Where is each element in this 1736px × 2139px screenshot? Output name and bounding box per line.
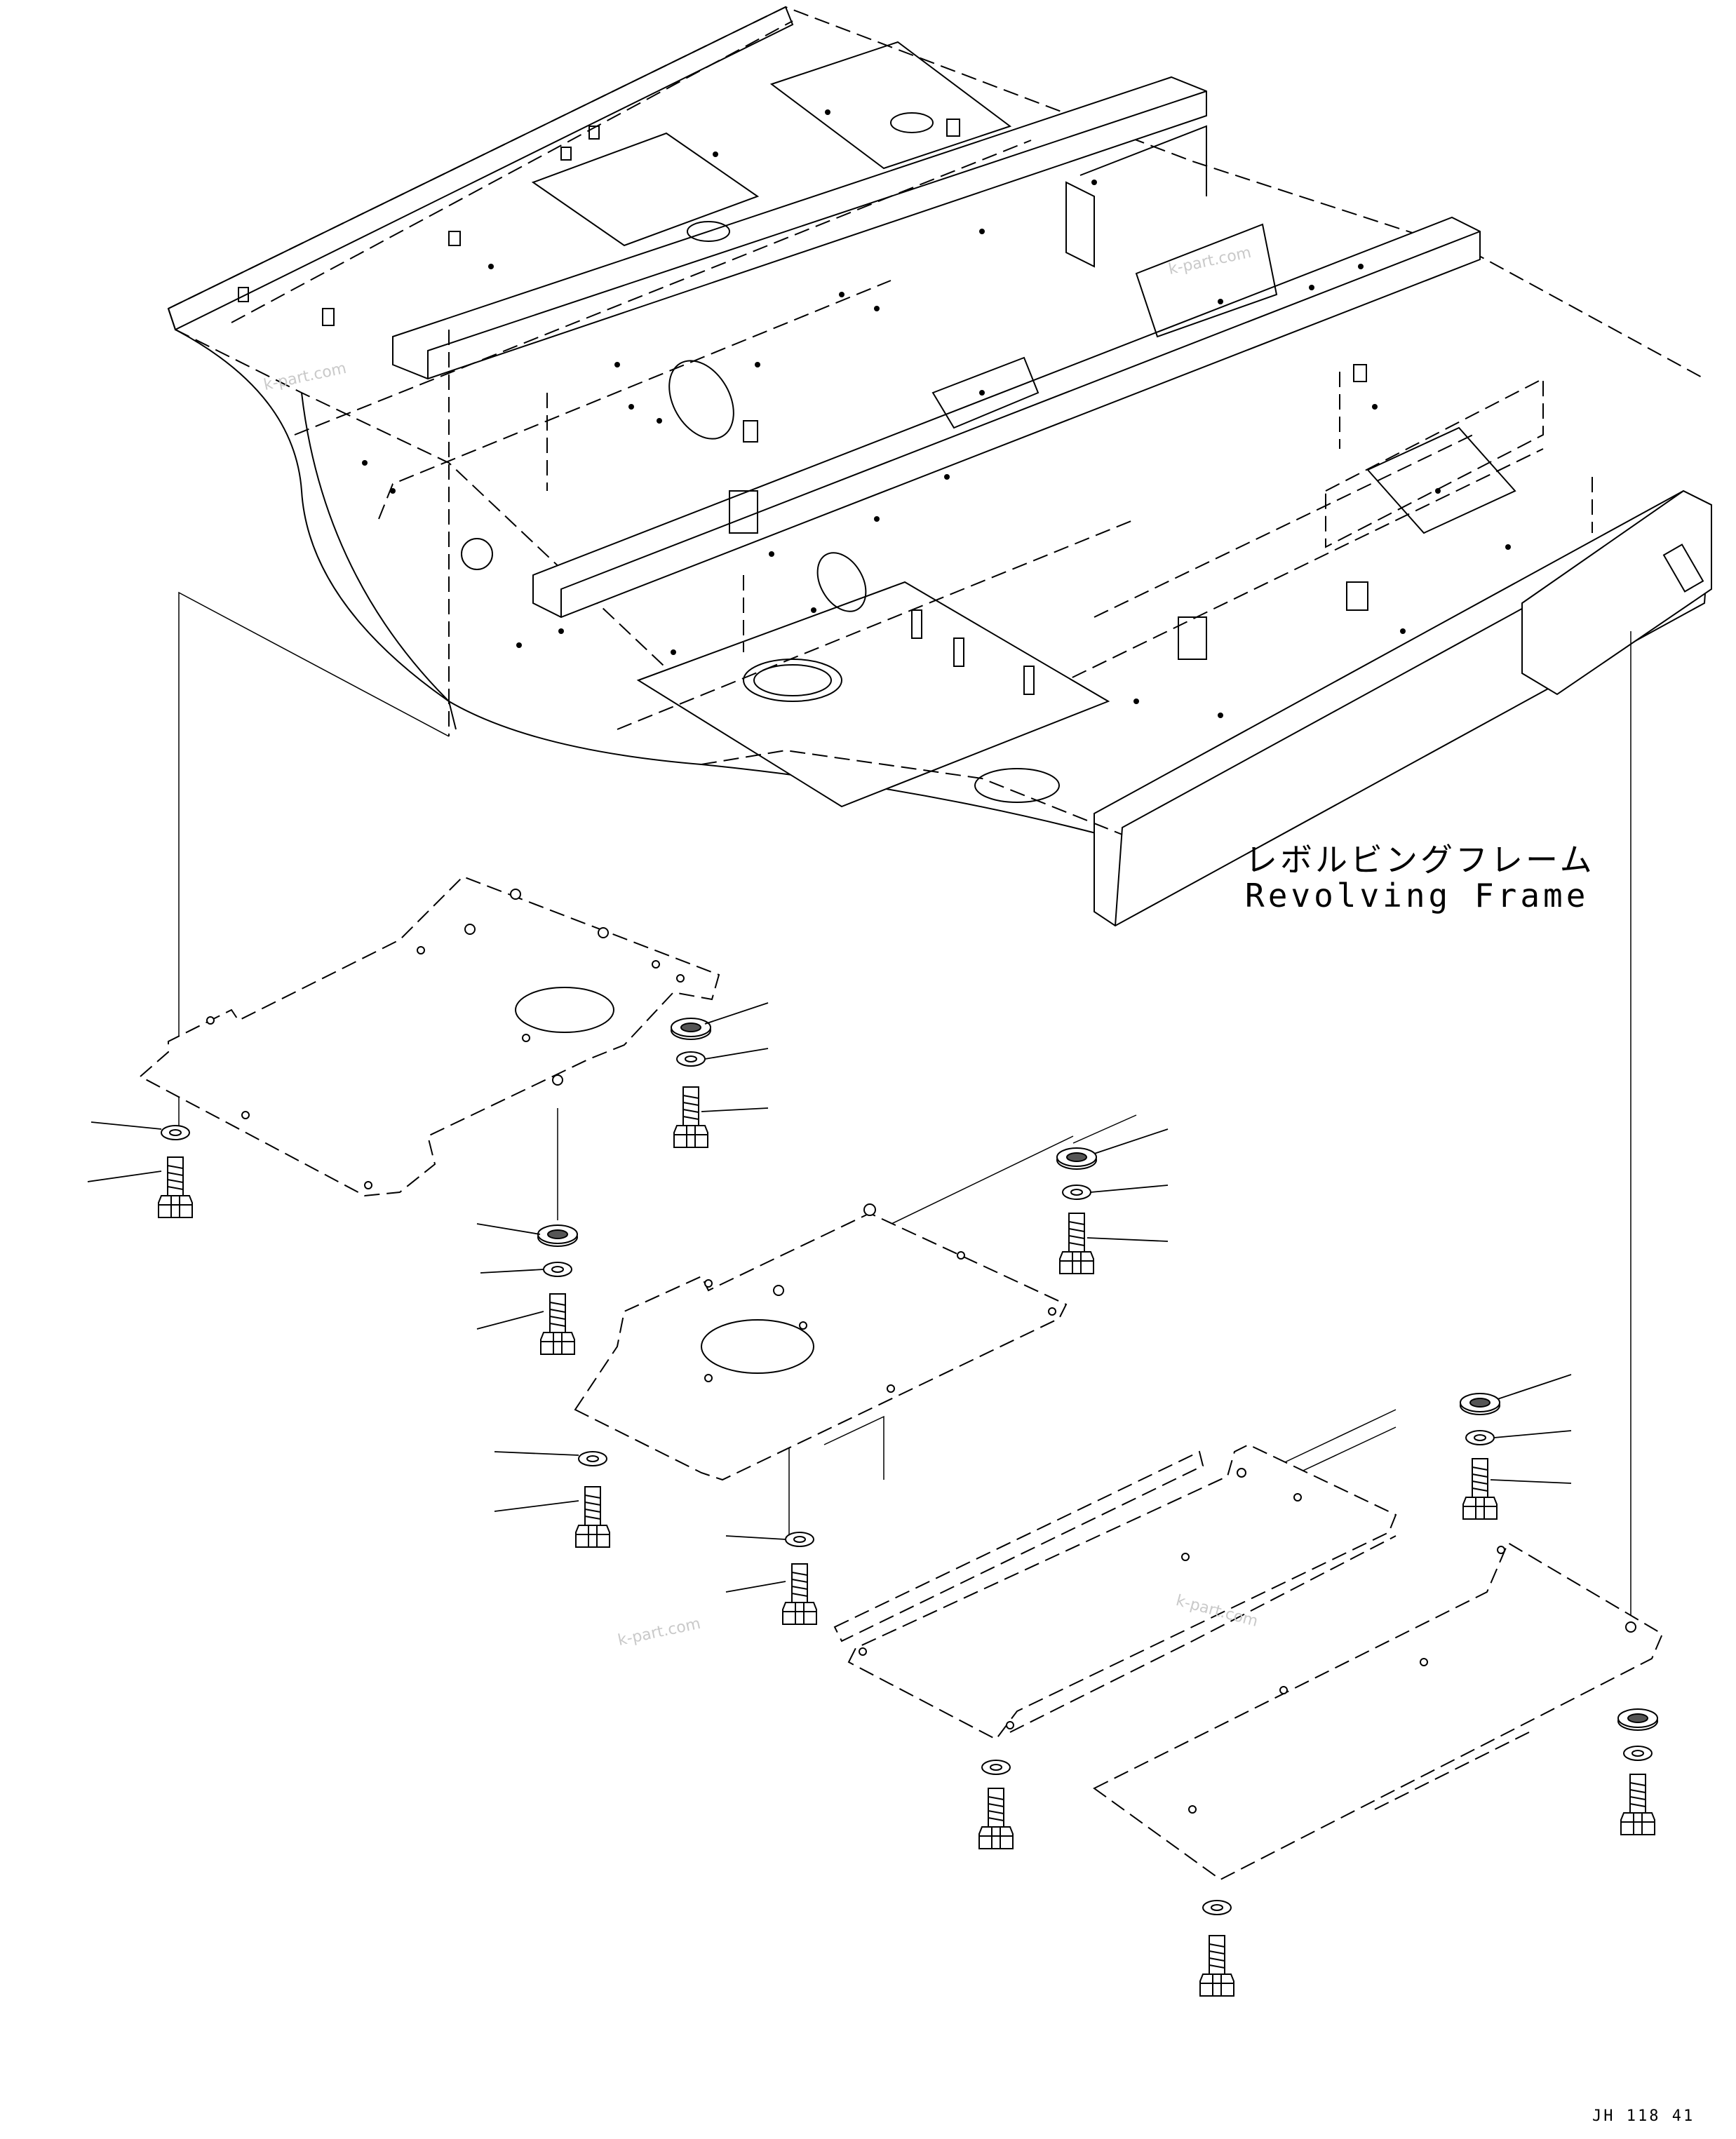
revolving-frame-drawing xyxy=(167,6,1713,927)
drawing-code: JH 118 41 xyxy=(1592,2107,1695,2125)
cover-plate-1 xyxy=(139,875,720,1197)
cover-plate-4 xyxy=(1093,1541,1664,1881)
cover-plate-2 xyxy=(574,1203,1068,1481)
cover-plate-3 xyxy=(833,1443,1397,1741)
component-label-jp: レボルビングフレーム xyxy=(1245,841,1595,879)
callout-leaders xyxy=(87,1002,1572,1593)
component-label-en: Revolving Frame xyxy=(1245,877,1589,915)
